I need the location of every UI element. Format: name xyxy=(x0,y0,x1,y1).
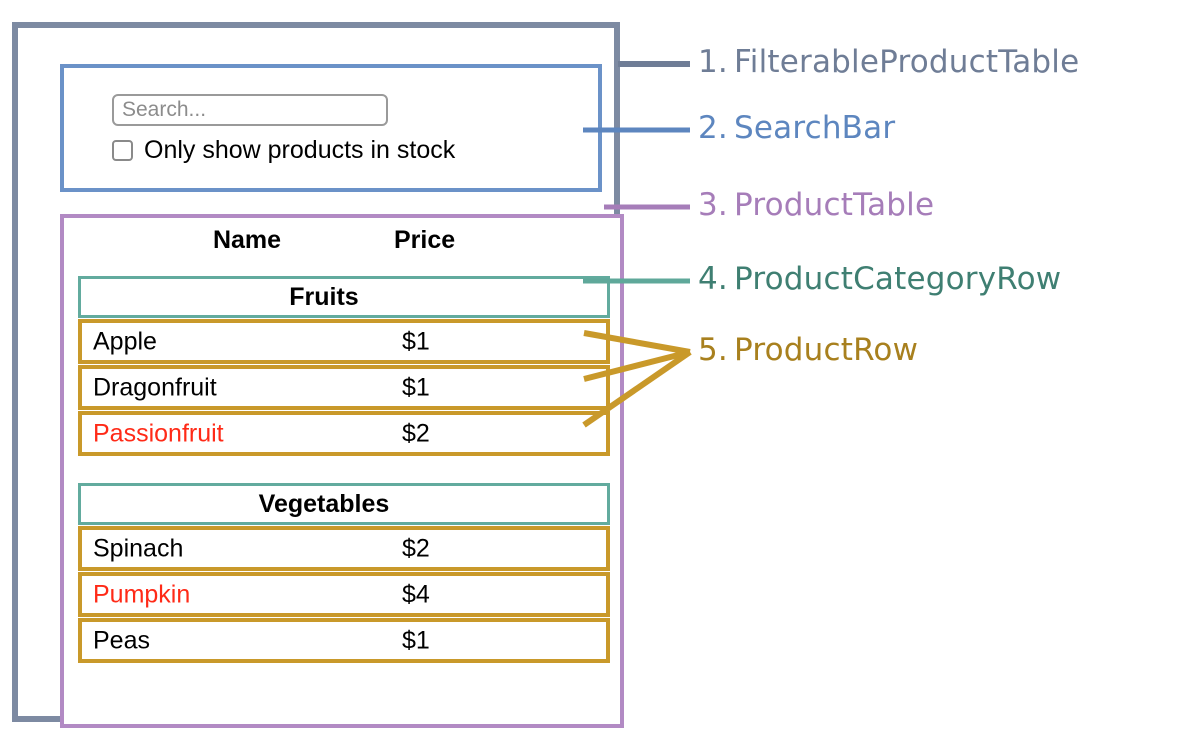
product-name: Passionfruit xyxy=(93,419,224,447)
product-category-label: Fruits xyxy=(289,282,359,311)
product-table-frame: Name Price Fruits Apple $1 Dragonfruit $… xyxy=(60,214,624,728)
filterable-product-table-frame: Search... Only show products in stock Na… xyxy=(12,22,624,728)
product-name: Spinach xyxy=(93,534,184,562)
product-category-row: Vegetables xyxy=(78,483,610,525)
in-stock-filter-row[interactable]: Only show products in stock xyxy=(112,138,455,163)
legend-number: 5. xyxy=(698,332,728,368)
legend-label: ProductRow xyxy=(733,332,919,368)
search-input-placeholder: Search... xyxy=(122,98,207,121)
product-row: Dragonfruit $1 xyxy=(78,365,610,410)
product-name: Dragonfruit xyxy=(93,373,217,401)
column-header-price: Price xyxy=(394,226,456,254)
product-name: Peas xyxy=(93,626,150,654)
search-input[interactable]: Search... xyxy=(112,94,388,126)
product-price: $1 xyxy=(402,373,430,401)
legend-number: 3. xyxy=(698,187,728,223)
legend-item-product-category-row: 4.ProductCategoryRow xyxy=(698,261,1061,297)
legend-label: ProductCategoryRow xyxy=(733,261,1062,297)
product-row: Passionfruit $2 xyxy=(78,411,610,456)
legend-label: SearchBar xyxy=(733,110,896,146)
product-price: $1 xyxy=(402,327,430,355)
table-header-row: Name Price xyxy=(64,226,620,266)
checkbox-icon[interactable] xyxy=(112,140,133,161)
product-row: Peas $1 xyxy=(78,618,610,663)
product-price: $2 xyxy=(402,534,430,562)
product-category-row: Fruits xyxy=(78,276,610,318)
product-rows-area: Fruits Apple $1 Dragonfruit $1 Passionfr… xyxy=(78,276,610,664)
product-row: Spinach $2 xyxy=(78,526,610,571)
legend-number: 4. xyxy=(698,261,728,297)
group-spacer xyxy=(78,457,610,483)
legend-item-filterable-product-table: 1.FilterableProductTable xyxy=(698,44,1079,80)
product-name: Pumpkin xyxy=(93,580,191,608)
legend-label: FilterableProductTable xyxy=(733,44,1080,80)
legend-item-product-table: 3.ProductTable xyxy=(698,187,934,223)
in-stock-filter-label: Only show products in stock xyxy=(144,136,456,164)
product-price: $4 xyxy=(402,580,430,608)
product-name: Apple xyxy=(93,327,157,355)
legend-number: 2. xyxy=(698,110,728,146)
product-row: Apple $1 xyxy=(78,319,610,364)
search-bar-frame: Search... Only show products in stock xyxy=(60,64,602,192)
legend-label: ProductTable xyxy=(733,187,935,223)
column-header-name: Name xyxy=(212,226,282,254)
legend-item-search-bar: 2.SearchBar xyxy=(698,110,895,146)
product-price: $1 xyxy=(402,626,430,654)
legend-number: 1. xyxy=(698,44,728,80)
product-row: Pumpkin $4 xyxy=(78,572,610,617)
product-category-label: Vegetables xyxy=(258,489,390,518)
legend-item-product-row: 5.ProductRow xyxy=(698,332,918,368)
product-price: $2 xyxy=(402,419,430,447)
